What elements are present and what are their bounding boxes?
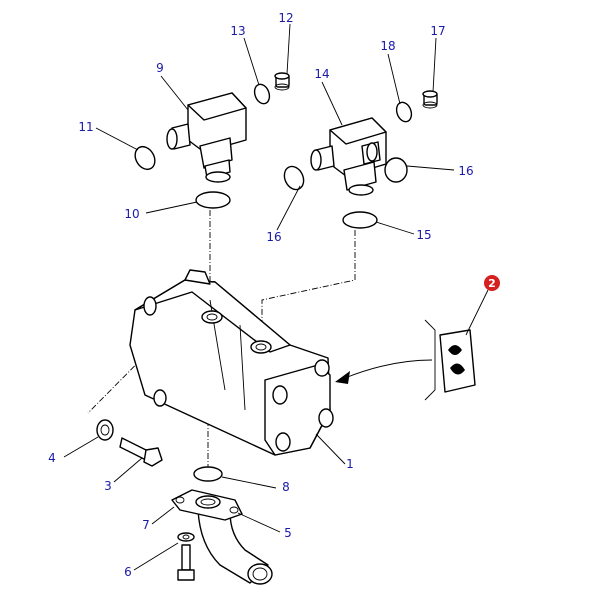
callout-3: 3 bbox=[104, 479, 112, 493]
callout-11: 11 bbox=[78, 120, 93, 134]
callout-16-right: 16 bbox=[458, 164, 473, 178]
plug-12 bbox=[274, 72, 290, 91]
badge-2: 2 bbox=[484, 275, 500, 291]
callout-16-left: 16 bbox=[266, 230, 281, 244]
bolt-3 bbox=[119, 437, 163, 467]
washer-7 bbox=[177, 532, 195, 542]
callout-1: 1 bbox=[346, 457, 354, 471]
callout-labels: 12 13 9 11 10 18 17 14 16 16 15 1 4 3 8 … bbox=[48, 11, 473, 579]
badge-label: 2 bbox=[488, 277, 496, 290]
arrow-head bbox=[335, 371, 350, 384]
o-ring-16-left bbox=[283, 165, 305, 191]
elbow-flange-5 bbox=[171, 489, 273, 585]
callout-15: 15 bbox=[416, 228, 431, 242]
sealant-symbol bbox=[424, 319, 476, 401]
callout-6: 6 bbox=[124, 565, 132, 579]
bolt-6 bbox=[177, 544, 195, 581]
tee-fitting-9 bbox=[166, 92, 247, 183]
plug-17 bbox=[422, 90, 438, 109]
o-ring-15 bbox=[342, 211, 378, 229]
o-ring-10 bbox=[195, 191, 231, 209]
o-ring-13 bbox=[253, 83, 271, 105]
o-ring-11 bbox=[134, 145, 156, 171]
callout-4: 4 bbox=[48, 451, 56, 465]
callout-18: 18 bbox=[380, 39, 395, 53]
callout-5: 5 bbox=[284, 526, 292, 540]
pump-body-1 bbox=[129, 269, 334, 456]
callout-14: 14 bbox=[314, 67, 329, 81]
callout-9: 9 bbox=[156, 61, 164, 75]
o-ring-16-right bbox=[384, 157, 408, 183]
tee-fitting-14 bbox=[310, 117, 387, 196]
o-ring-8 bbox=[193, 466, 223, 482]
washer-4 bbox=[96, 419, 114, 441]
o-ring-18 bbox=[395, 101, 413, 123]
callout-17: 17 bbox=[430, 24, 445, 38]
callout-10: 10 bbox=[124, 207, 139, 221]
sealant-arrow bbox=[344, 359, 433, 379]
callout-13: 13 bbox=[230, 24, 245, 38]
callout-8: 8 bbox=[282, 480, 290, 494]
leader-lines bbox=[63, 23, 489, 571]
callout-12: 12 bbox=[278, 11, 293, 25]
callout-7: 7 bbox=[142, 518, 150, 532]
